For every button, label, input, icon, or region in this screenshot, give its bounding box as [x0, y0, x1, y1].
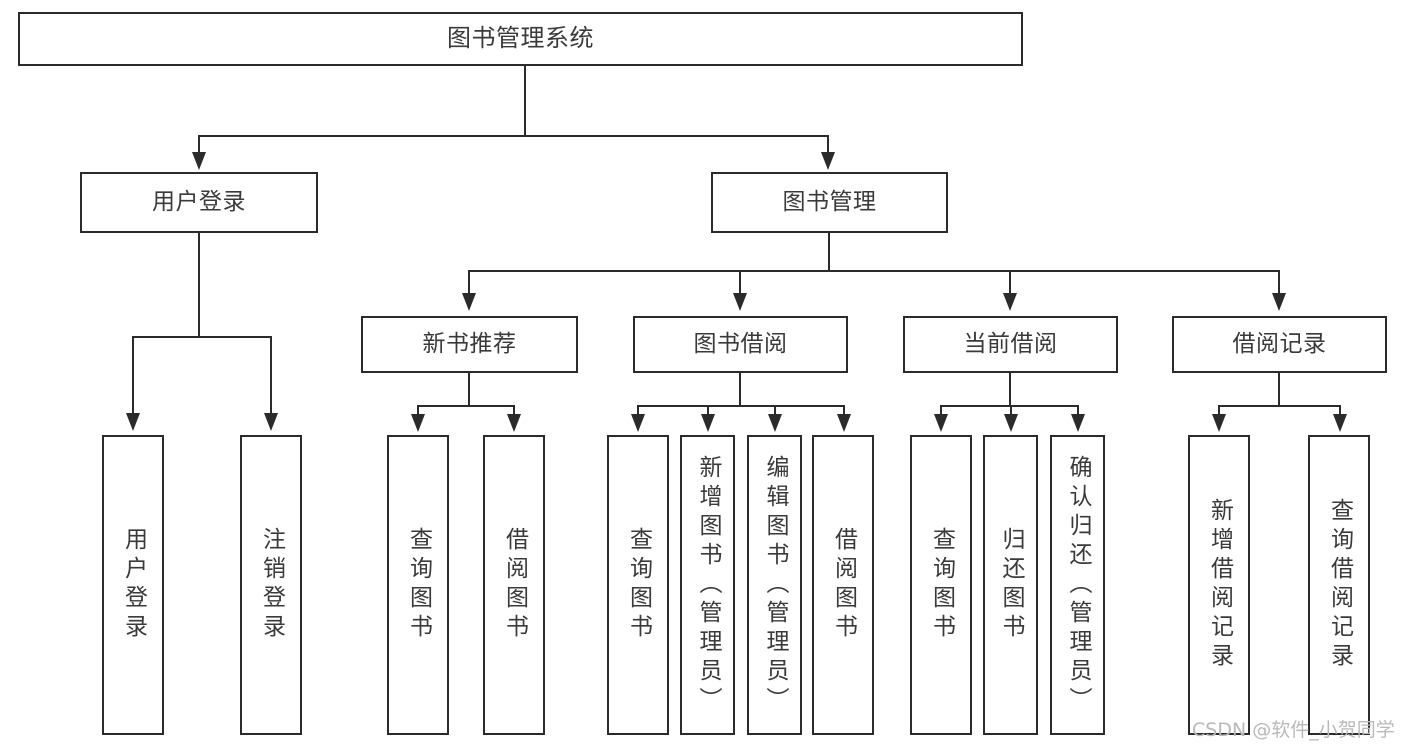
- node-label: 查询图书: [928, 527, 955, 643]
- node-label: 当前借阅: [963, 331, 1058, 358]
- connector-book-borrow-bus: [637, 405, 843, 407]
- node-leaf-add-book[interactable]: 新增图书（管理员）: [680, 435, 735, 735]
- node-leaf-add-record[interactable]: 新增借阅记录: [1188, 435, 1250, 735]
- connector-nbr-to-leaf-1: [417, 405, 419, 417]
- connector-root-stem: [524, 66, 526, 135]
- arrow-to-current-borrow: [1003, 293, 1017, 311]
- node-label: 用户登录: [120, 527, 147, 643]
- connector-bb-to-leaf-2: [707, 405, 709, 417]
- node-leaf-query-record[interactable]: 查询借阅记录: [1308, 435, 1370, 735]
- connector-cb-to-leaf-2: [1010, 405, 1012, 417]
- arrow-cb-to-leaf-1: [934, 414, 948, 432]
- arrow-to-book-borrow: [733, 293, 747, 311]
- node-leaf-query-book-2[interactable]: 查询图书: [607, 435, 669, 735]
- node-leaf-borrow-book-1[interactable]: 借阅图书: [483, 435, 545, 735]
- node-label: 确认归还（管理员）: [1065, 454, 1091, 716]
- arrow-nbr-to-leaf-1: [411, 414, 425, 432]
- node-label: 新书推荐: [422, 331, 517, 358]
- arrow-bb-to-leaf-3: [768, 414, 782, 432]
- connector-new-book-recommend-bus: [417, 405, 515, 407]
- arrow-br-to-leaf-1: [1212, 414, 1226, 432]
- node-label: 查询图书: [405, 527, 432, 643]
- node-leaf-confirm-return[interactable]: 确认归还（管理员）: [1050, 435, 1105, 735]
- arrow-to-borrow-record: [1272, 293, 1286, 311]
- arrow-root-to-user-login: [192, 152, 206, 170]
- connector-user-login-to-leaf-1: [132, 336, 134, 416]
- node-label: 用户登录: [152, 189, 246, 216]
- node-label: 借阅记录: [1232, 331, 1327, 358]
- node-label: 借阅图书: [501, 527, 528, 643]
- arrow-cb-to-leaf-3: [1071, 414, 1085, 432]
- connector-root-to-user-login: [198, 135, 200, 157]
- node-label: 图书管理: [782, 189, 877, 216]
- node-label: 查询借阅记录: [1326, 498, 1353, 672]
- connector-cb-to-leaf-3: [1077, 405, 1079, 417]
- connector-current-borrow-bus: [940, 405, 1078, 407]
- arrow-user-login-to-leaf-2: [264, 413, 278, 431]
- connector-to-current-borrow: [1009, 270, 1011, 294]
- arrow-root-to-book-manage: [821, 152, 835, 170]
- node-book-manage[interactable]: 图书管理: [711, 172, 948, 233]
- node-borrow-record[interactable]: 借阅记录: [1172, 316, 1387, 373]
- node-label: 图书借阅: [693, 331, 788, 358]
- connector-borrow-record-stem: [1278, 373, 1280, 406]
- node-leaf-query-book-1[interactable]: 查询图书: [387, 435, 449, 735]
- connector-new-book-recommend-stem: [468, 373, 470, 406]
- node-leaf-user-login[interactable]: 用户登录: [102, 435, 164, 735]
- connector-borrow-record-bus: [1218, 405, 1340, 407]
- arrow-br-to-leaf-2: [1333, 414, 1347, 432]
- node-root-system[interactable]: 图书管理系统: [18, 12, 1023, 66]
- node-leaf-logout[interactable]: 注销登录: [240, 435, 302, 735]
- node-label: 新增借阅记录: [1206, 498, 1233, 672]
- arrow-bb-to-leaf-2: [701, 414, 715, 432]
- node-label: 注销登录: [258, 527, 285, 643]
- arrow-cb-to-leaf-2: [1004, 414, 1018, 432]
- node-label: 归还图书: [998, 527, 1024, 643]
- connector-user-login-bus: [132, 336, 270, 338]
- arrow-nbr-to-leaf-2: [507, 414, 521, 432]
- arrow-user-login-to-leaf-1: [126, 413, 140, 431]
- connector-user-login-to-leaf-2: [270, 336, 272, 416]
- node-leaf-query-book-3[interactable]: 查询图书: [910, 435, 972, 735]
- connector-user-login-stem: [198, 233, 200, 336]
- connector-book-borrow-stem: [739, 373, 741, 406]
- node-leaf-edit-book[interactable]: 编辑图书（管理员）: [747, 435, 802, 735]
- node-current-borrow[interactable]: 当前借阅: [903, 316, 1118, 373]
- node-label: 新增图书（管理员）: [695, 454, 721, 716]
- node-new-book-recommend[interactable]: 新书推荐: [361, 316, 578, 373]
- node-leaf-borrow-book-2[interactable]: 借阅图书: [812, 435, 874, 735]
- node-label: 查询图书: [625, 527, 652, 643]
- connector-bb-to-leaf-3: [774, 405, 776, 417]
- connector-to-borrow-record: [1278, 270, 1280, 294]
- node-leaf-return-book[interactable]: 归还图书: [983, 435, 1038, 735]
- connector-bb-to-leaf-1: [637, 405, 639, 417]
- arrow-bb-to-leaf-1: [631, 414, 645, 432]
- node-label: 编辑图书（管理员）: [762, 454, 788, 716]
- connector-bb-to-leaf-4: [843, 405, 845, 417]
- connector-cb-to-leaf-1: [940, 405, 942, 417]
- node-user-login[interactable]: 用户登录: [80, 172, 318, 233]
- arrow-bb-to-leaf-4: [837, 414, 851, 432]
- node-book-borrow[interactable]: 图书借阅: [633, 316, 848, 373]
- connector-book-manage-bus: [468, 270, 1280, 272]
- connector-br-to-leaf-2: [1339, 405, 1341, 417]
- connector-book-manage-stem: [828, 233, 830, 271]
- node-label: 图书管理系统: [447, 24, 594, 53]
- connector-to-book-borrow: [739, 270, 741, 294]
- connector-root-bus: [198, 135, 827, 137]
- connector-nbr-to-leaf-2: [513, 405, 515, 417]
- connector-root-to-book-manage: [827, 135, 829, 157]
- connector-br-to-leaf-1: [1218, 405, 1220, 417]
- arrow-to-new-book-recommend: [462, 293, 476, 311]
- connector-current-borrow-stem: [1009, 373, 1011, 406]
- node-label: 借阅图书: [830, 527, 857, 643]
- watermark-text: CSDN @软件_小贺同学: [1192, 719, 1395, 741]
- connector-to-new-book-recommend: [468, 270, 470, 294]
